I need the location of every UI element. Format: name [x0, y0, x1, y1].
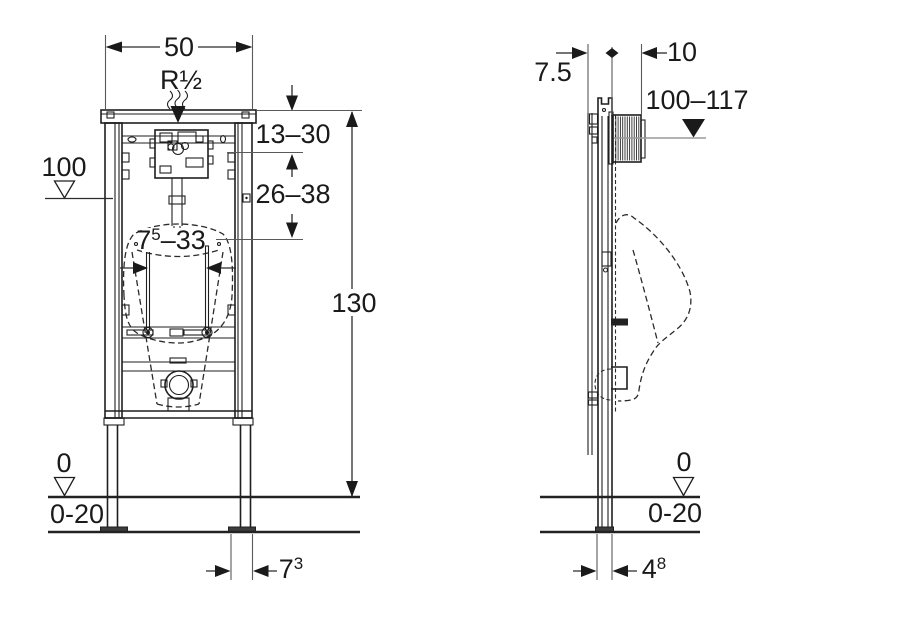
- level-triangle-icon: [53, 476, 76, 497]
- dim-foot-depth: 73: [206, 534, 303, 584]
- dim-overall-height: 130: [256, 109, 377, 497]
- arrow-right-icon: [133, 262, 148, 274]
- label-inlet: R½: [160, 65, 202, 95]
- label-top-offset: 13–30: [255, 119, 330, 149]
- arrow-left-icon: [105, 41, 122, 53]
- arrow-right-icon: [581, 565, 597, 577]
- arrow-left-icon: [206, 262, 221, 274]
- level-triangle-filled-icon: [682, 119, 705, 138]
- level-triangle-icon: [53, 180, 76, 200]
- flush-valve-box: [149, 129, 214, 179]
- arrow-right-icon: [572, 47, 588, 59]
- label-stud-range: 75–33: [136, 225, 206, 255]
- label-leg-depth: 48: [642, 554, 667, 584]
- mounting-studs: [142, 245, 213, 339]
- arrow-right-icon: [236, 41, 253, 53]
- mounting-stud: [611, 318, 628, 326]
- label-frame-width: 50: [164, 32, 194, 62]
- front-view: 50 R½ 13–30 26–38 75–33: [41, 32, 376, 584]
- dim-frame-width: 50: [104, 32, 254, 109]
- outlet-bracket: [611, 366, 628, 390]
- mounting-crossbar: [122, 326, 235, 339]
- label-valve-offset: 26–38: [255, 179, 330, 209]
- arrow-up-icon: [346, 111, 358, 127]
- stud-rest: –33: [161, 225, 206, 255]
- top-bracket: [597, 97, 613, 116]
- label-foot-depth: 73: [279, 554, 304, 584]
- arrow-down-icon: [286, 95, 298, 111]
- frame-legs: [100, 417, 256, 533]
- arrow-up-icon: [286, 154, 298, 170]
- level-triangle-icon: [672, 476, 695, 497]
- water-inlet: R½: [160, 65, 202, 123]
- arrow-right-icon: [215, 565, 231, 577]
- dim-housing-depth: 10: [640, 37, 697, 115]
- label-rail-depth: 7.5: [534, 57, 572, 87]
- bottom-rail: [105, 410, 252, 419]
- middle-crossbar: [122, 357, 235, 372]
- label-floor-level-front: 0: [56, 448, 71, 478]
- arrow-down-icon: [170, 106, 186, 123]
- dim-leg-depth: 48: [573, 534, 666, 584]
- arrow-left-icon: [641, 47, 657, 59]
- side-view: 7.5 10 100–117 0 0-20: [534, 37, 748, 584]
- side-fittings: [587, 318, 628, 406]
- stud-sup: 5: [151, 225, 160, 244]
- label-outlet-range: 100–117: [645, 85, 748, 115]
- leg-base: 4: [642, 554, 657, 584]
- foot-sup: 3: [294, 554, 303, 573]
- leg-sup: 8: [657, 554, 666, 573]
- arrow-left-icon: [612, 565, 628, 577]
- foot-base: 7: [279, 554, 294, 584]
- level-mark-floor-front: 0 0-20: [50, 448, 104, 529]
- dim-chain-right: 13–30 26–38: [216, 85, 331, 241]
- label-floor-range-side: 0-20: [648, 498, 702, 528]
- level-mark-floor-side: 0 0-20: [648, 447, 702, 528]
- label-floor-range-front: 0-20: [50, 499, 104, 529]
- frame-rails: [104, 122, 253, 419]
- label-supply-level: 100: [41, 152, 86, 182]
- urinal-outline-front: [122, 223, 234, 408]
- arrow-down-icon: [346, 481, 358, 497]
- dim-stud-range: 75–33: [120, 225, 236, 274]
- dimension-diamond-icon: [605, 48, 619, 58]
- drain-flange: [160, 370, 198, 412]
- arrow-left-icon: [253, 565, 269, 577]
- level-mark-supply: 100: [41, 152, 113, 200]
- label-overall-height: 130: [331, 288, 376, 318]
- urinal-outline-side: [594, 214, 692, 402]
- arrow-down-icon: [286, 222, 298, 238]
- label-housing-depth: 10: [667, 37, 697, 67]
- dim-rail-depth: 7.5: [534, 44, 619, 115]
- rail-profile: [587, 97, 617, 527]
- stud-base: 7: [136, 225, 151, 255]
- level-mark-outlet: 100–117: [614, 85, 749, 139]
- label-floor-level-side: 0: [676, 447, 691, 477]
